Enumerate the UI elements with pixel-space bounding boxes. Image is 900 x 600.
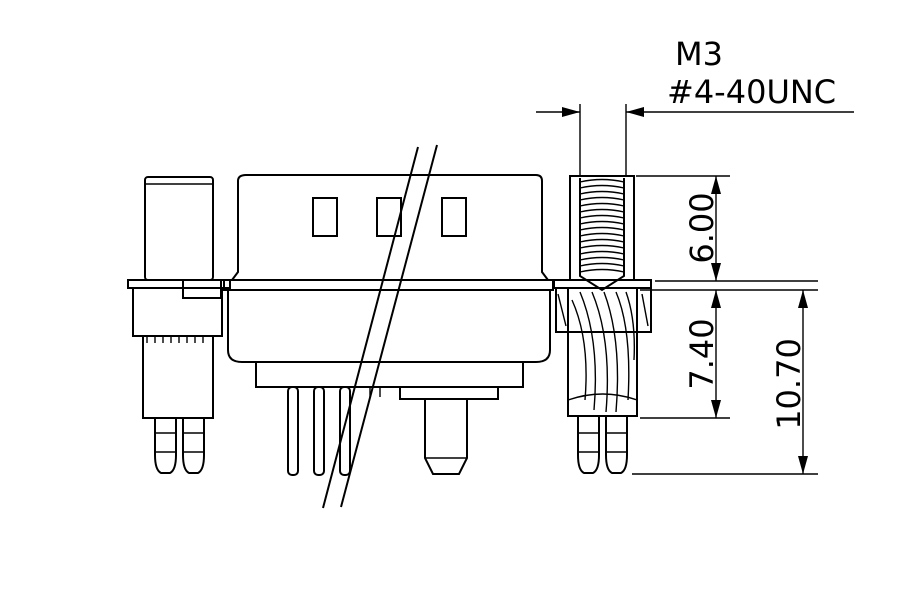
dim-thread-depth: 6.00 bbox=[683, 192, 721, 263]
dim-overall-height: 10.70 bbox=[770, 338, 808, 430]
break-lines bbox=[322, 144, 438, 509]
thread-label-unc: #4-40UNC bbox=[667, 73, 836, 111]
thread-lines bbox=[579, 178, 625, 273]
connector-shell bbox=[223, 174, 554, 476]
dimension-lines: 6.00 7.40 10.70 bbox=[632, 175, 818, 475]
thread-callout: M3 #4-40UNC bbox=[536, 35, 854, 176]
left-standoff bbox=[127, 176, 231, 474]
right-threaded-standoff bbox=[553, 175, 652, 474]
dim-body-height: 7.40 bbox=[683, 318, 721, 389]
thread-label-metric: M3 bbox=[675, 35, 723, 73]
contact-pins bbox=[287, 386, 499, 476]
